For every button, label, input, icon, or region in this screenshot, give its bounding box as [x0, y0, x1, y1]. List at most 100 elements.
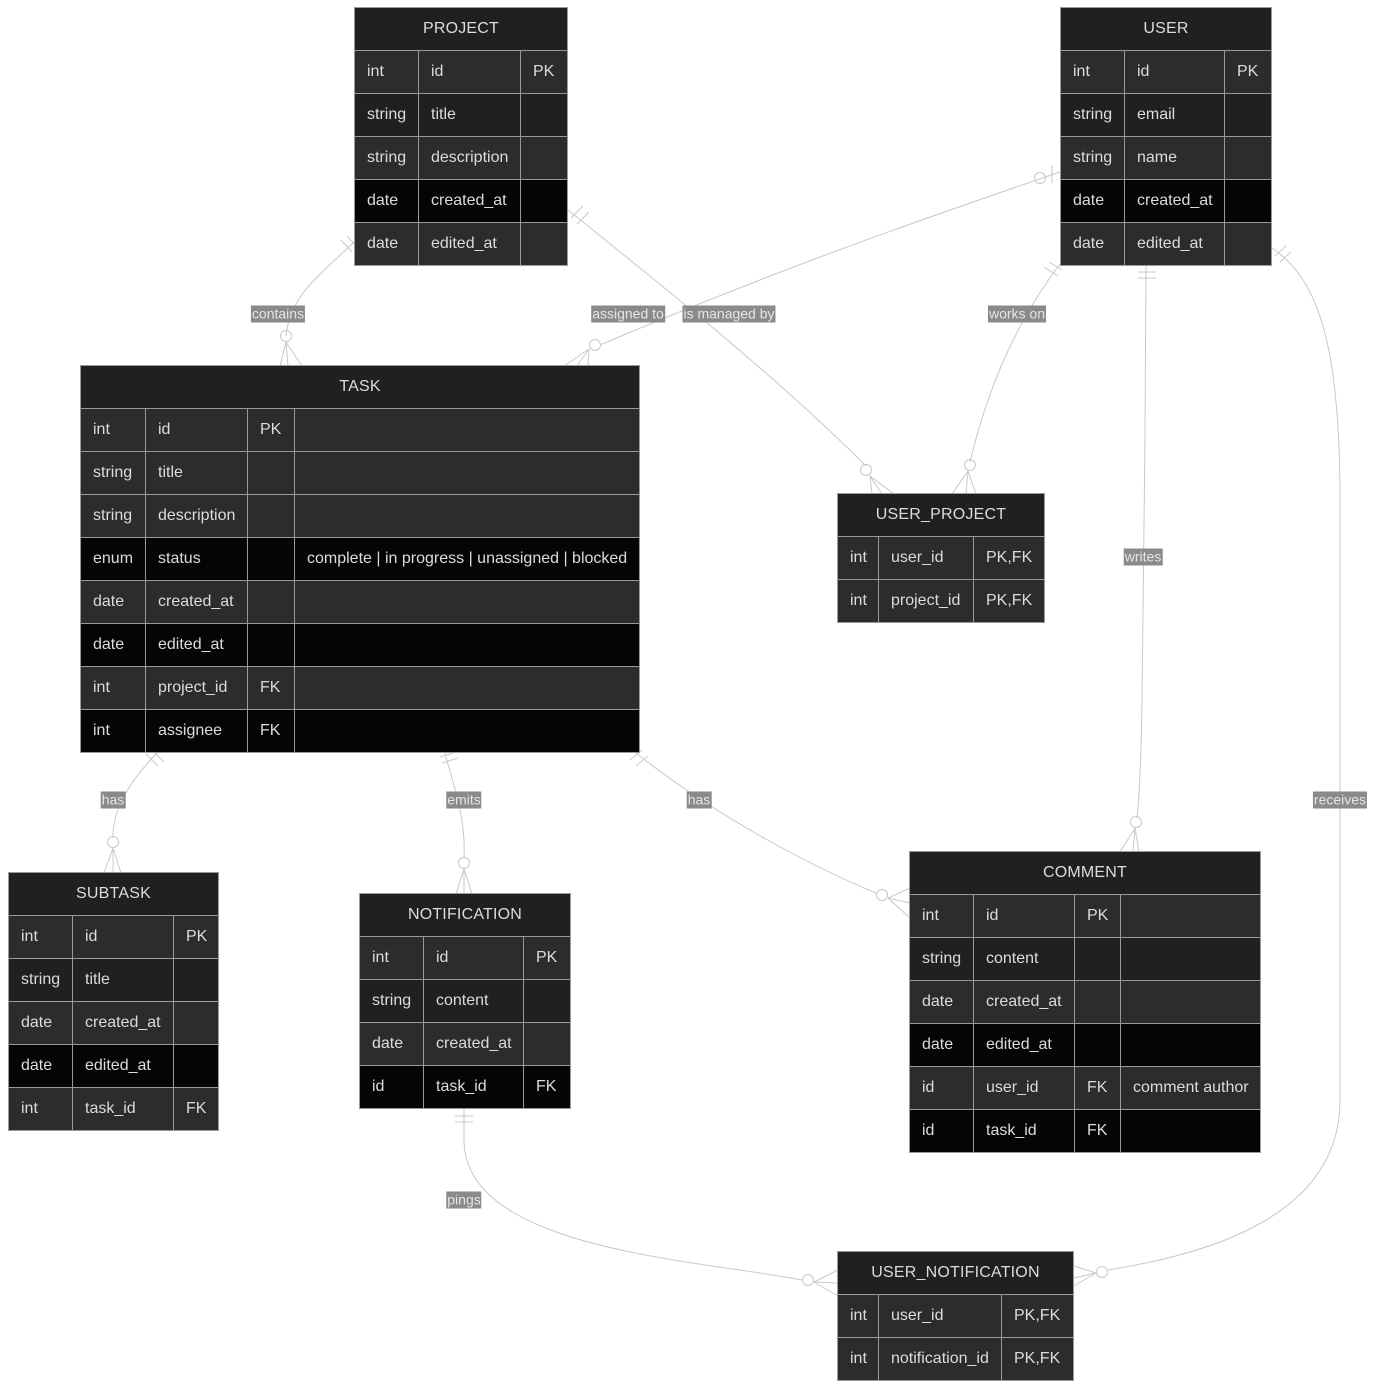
edge-project-userproject-many-marker — [869, 475, 895, 495]
attribute-key — [1075, 1024, 1121, 1066]
attribute-type: int — [910, 895, 974, 937]
attribute-name: email — [1125, 94, 1225, 136]
attribute-type: date — [1061, 223, 1125, 265]
attribute-type: string — [355, 94, 419, 136]
attribute-type: int — [838, 1338, 879, 1380]
attribute-name: content — [974, 938, 1075, 980]
attribute-type: int — [838, 580, 879, 622]
edge-user-userproject — [969, 263, 1061, 463]
attribute-key — [248, 452, 295, 494]
label-has-subtask: has — [100, 791, 126, 809]
attribute-comment — [295, 495, 639, 537]
attribute-name: content — [424, 980, 524, 1022]
attribute-key — [1225, 94, 1271, 136]
attribute-type: id — [360, 1066, 424, 1108]
attribute-comment — [295, 667, 639, 709]
attribute-type: string — [910, 938, 974, 980]
entity-title: USER_NOTIFICATION — [838, 1252, 1073, 1295]
attribute-name: created_at — [424, 1023, 524, 1065]
entity-title: SUBTASK — [9, 873, 218, 916]
label-assigned-to: assigned to — [591, 305, 665, 323]
attribute-type: string — [1061, 94, 1125, 136]
attribute-comment — [1121, 981, 1260, 1023]
attribute-type: string — [81, 495, 146, 537]
attribute-type: date — [9, 1045, 73, 1087]
attribute-key: FK — [1075, 1110, 1121, 1152]
attribute-type: id — [910, 1067, 974, 1109]
attribute-name: description — [419, 137, 521, 179]
edge-notification-usernotification-many-marker — [813, 1269, 839, 1297]
attribute-name: task_id — [974, 1110, 1075, 1152]
attribute-name: edited_at — [419, 223, 521, 265]
attribute-key: FK — [536, 1078, 557, 1095]
label-is-managed-by: is managed by — [682, 305, 776, 323]
attribute-type: date — [910, 1024, 974, 1066]
attribute-name: created_at — [974, 981, 1075, 1023]
attribute-name: created_at — [73, 1002, 174, 1044]
attribute-key — [1225, 223, 1271, 265]
attribute-key — [248, 495, 295, 537]
attribute-type: string — [1061, 137, 1125, 179]
label-receives: receives — [1312, 791, 1368, 809]
attribute-key: PK,FK — [1014, 1307, 1061, 1324]
attribute-key — [1075, 981, 1121, 1023]
attribute-key: FK — [186, 1100, 207, 1117]
attribute-key — [1225, 137, 1271, 179]
attribute-name: task_id — [424, 1066, 524, 1108]
attribute-key — [248, 581, 295, 623]
edge-user-userproject-many-marker — [951, 470, 977, 495]
attribute-name: id — [424, 937, 524, 979]
attribute-type: int — [81, 667, 146, 709]
attribute-name: title — [146, 452, 248, 494]
attribute-key: FK — [248, 710, 295, 752]
attribute-type: date — [910, 981, 974, 1023]
attribute-name: notification_id — [879, 1338, 1002, 1380]
entity-title: NOTIFICATION — [360, 894, 570, 937]
attribute-comment — [295, 409, 639, 451]
attribute-name: title — [419, 94, 521, 136]
attribute-type: int — [1061, 51, 1125, 93]
label-contains: contains — [250, 305, 306, 323]
edge-project-userproject-zero-marker — [860, 464, 872, 476]
attribute-key — [1075, 938, 1121, 980]
attribute-key: PK,FK — [1014, 1350, 1061, 1367]
attribute-comment — [1121, 938, 1260, 980]
edge-task-comment-zero-marker — [876, 889, 888, 901]
edge-user-userproject-zero-marker — [964, 459, 976, 471]
attribute-comment: complete | in progress | unassigned | bl… — [307, 550, 628, 567]
edge-user-task-zero-marker-b — [589, 339, 601, 351]
attribute-key: FK — [1075, 1067, 1121, 1109]
entity-title: USER — [1061, 8, 1271, 51]
edge-user-userproject-one-marker — [1043, 261, 1063, 277]
edge-user-task — [599, 171, 1061, 346]
edge-task-notification-one-marker — [439, 751, 459, 764]
edge-task-comment-many-marker — [887, 887, 911, 919]
attribute-name: id — [1125, 51, 1225, 93]
edge-task-notification-many-marker — [455, 868, 473, 895]
attribute-name: id — [73, 916, 174, 958]
attribute-key — [1225, 180, 1271, 222]
attribute-name: edited_at — [1125, 223, 1225, 265]
edge-user-usernotification-many-marker — [1073, 1265, 1097, 1287]
attribute-type: int — [360, 937, 424, 979]
attribute-comment — [295, 624, 639, 666]
attribute-comment: comment author — [1133, 1079, 1249, 1096]
attribute-key — [248, 538, 295, 580]
attribute-key: PK — [248, 409, 295, 451]
attribute-type: date — [81, 581, 146, 623]
attribute-comment — [1121, 1110, 1260, 1152]
attribute-type: int — [838, 537, 879, 579]
edge-user-comment-one-marker — [1138, 271, 1156, 279]
edge-user-usernotification — [1107, 247, 1341, 1271]
attribute-name: description — [146, 495, 248, 537]
attribute-key: PK,FK — [986, 592, 1033, 609]
attribute-key — [524, 1023, 570, 1065]
attribute-key: PK — [533, 63, 555, 80]
attribute-key — [521, 94, 567, 136]
